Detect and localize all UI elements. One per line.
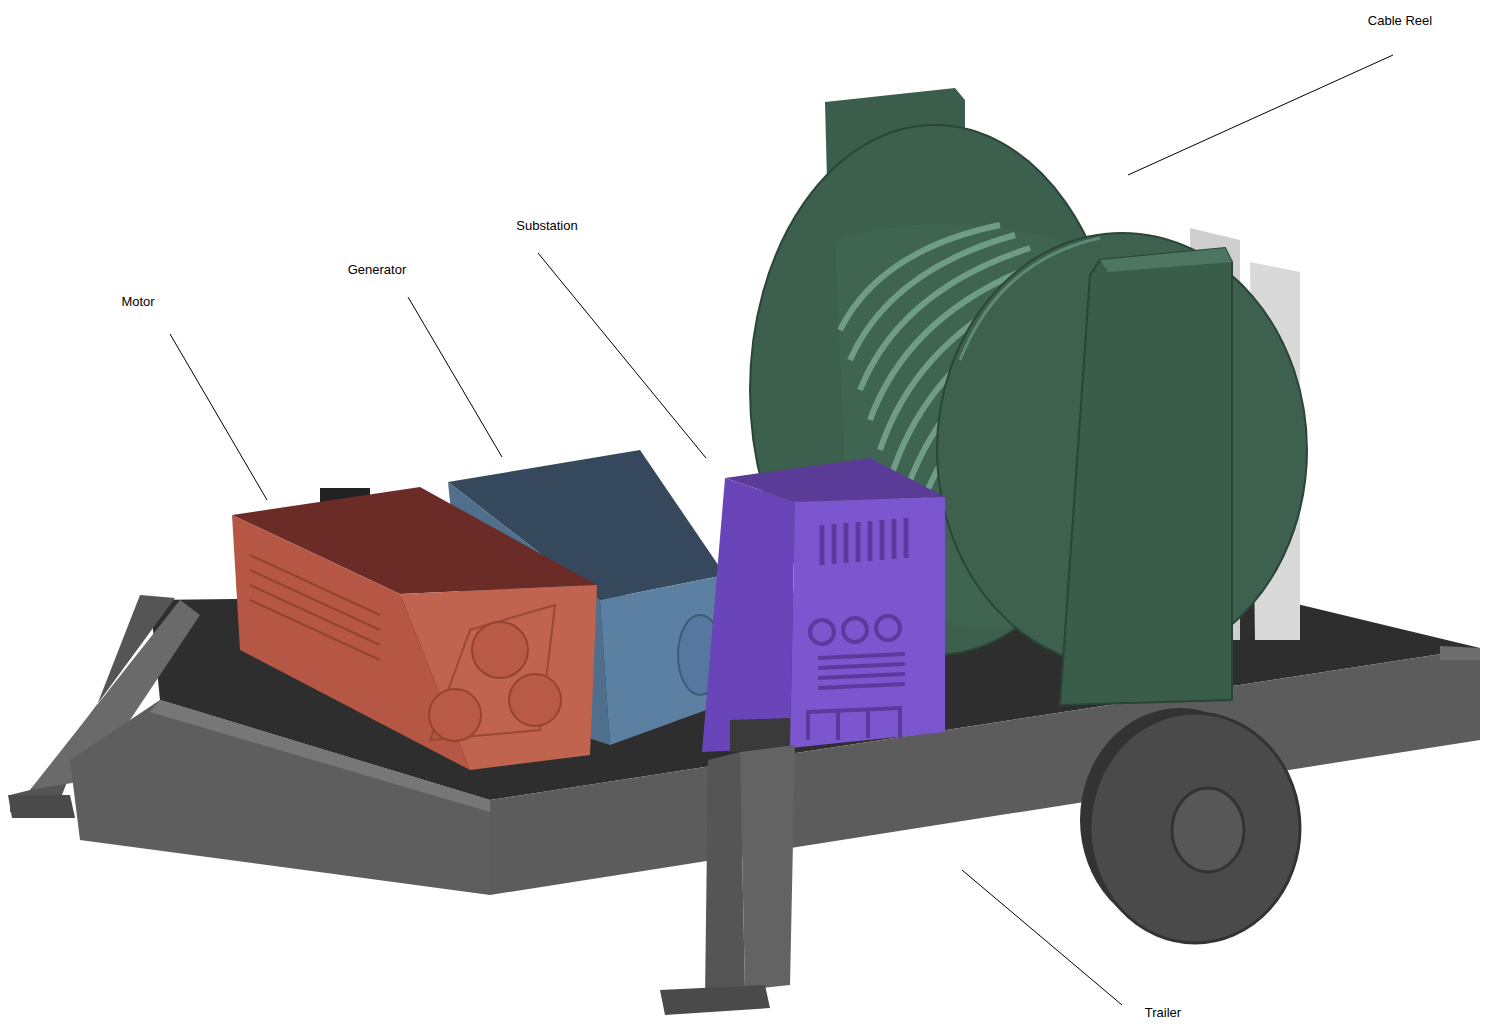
substation-side [702, 478, 795, 752]
part-label: Substation [516, 218, 577, 233]
motor-front [400, 585, 597, 770]
leader-line [538, 253, 706, 458]
part-label: Generator [348, 262, 407, 277]
pulley-symbol [509, 674, 561, 726]
wheel [1080, 708, 1300, 943]
leader-lines [170, 55, 1393, 1005]
jack-post [740, 745, 795, 990]
hub [1172, 788, 1244, 872]
jack-stand [660, 718, 795, 1015]
hitch-plate [8, 795, 75, 818]
rail-end [1440, 646, 1480, 660]
flange-highlight [960, 238, 1100, 360]
substation-grille [818, 654, 905, 688]
motor [232, 487, 597, 770]
substation-doors [808, 708, 900, 740]
bracket-top [1100, 248, 1232, 272]
jack-foot [660, 985, 770, 1015]
leader-line [170, 334, 267, 500]
leader-line [962, 870, 1122, 1005]
substation-dial [876, 616, 900, 640]
leader-line [1128, 55, 1393, 175]
pulley-symbol [429, 689, 481, 741]
reel-bracket [1060, 248, 1232, 705]
part-label: Motor [121, 294, 154, 309]
tire [1090, 713, 1300, 943]
substation-dial [810, 620, 834, 644]
leader-line [408, 297, 502, 457]
pulley-symbol [472, 622, 528, 678]
motor-vents [250, 555, 380, 660]
substation-front [790, 497, 945, 748]
substation-dial [843, 618, 867, 642]
part-label: Cable Reel [1368, 13, 1432, 28]
substation-vents [822, 518, 906, 565]
part-label: Trailer [1145, 1005, 1181, 1020]
jack-post [705, 752, 745, 1000]
substation [702, 458, 945, 752]
